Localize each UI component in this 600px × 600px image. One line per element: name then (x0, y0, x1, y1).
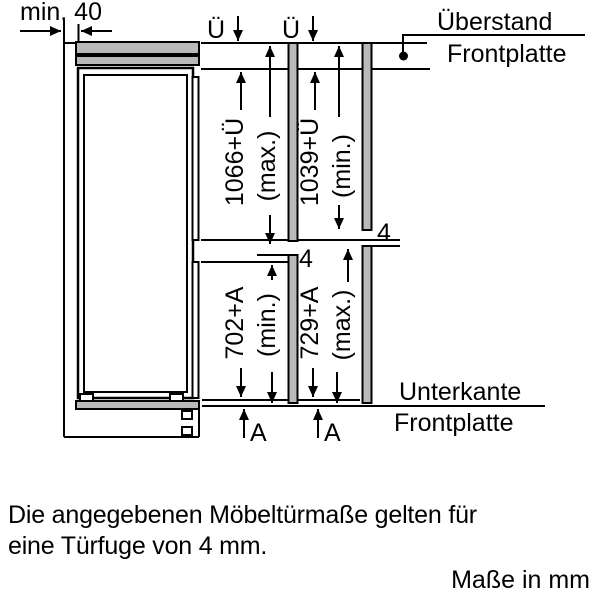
appliance-body (76, 66, 200, 400)
top-panel-strip-1 (75, 41, 200, 55)
min40-label: min. 40 (20, 0, 102, 26)
front-panels (287, 42, 373, 404)
dim-upper-right-value: 1039+Ü (296, 118, 324, 206)
top-panels (75, 41, 200, 66)
front-panel-left-upper (287, 42, 299, 242)
base-foot-right (169, 393, 184, 402)
footnote-line-1: Die angegebenen Möbeltürmaße gelten für (8, 501, 477, 529)
unterkante-label: Unterkante (399, 378, 521, 406)
appliance-base (75, 393, 200, 436)
front-panel-right-upper (361, 42, 373, 231)
front-panel-right-lower (361, 245, 373, 404)
units-caption: Maße in mm (451, 566, 590, 594)
a-label-right: A (324, 419, 341, 447)
base-block-upper (181, 410, 193, 420)
ueberstand-label: Überstand (437, 8, 552, 36)
leader-dot (399, 51, 408, 61)
front-panel-left-lower (287, 254, 299, 404)
ue-label-left: Ü (207, 16, 225, 44)
dim-lower-left-qualifier: (min.) (253, 293, 281, 357)
gap-right-label: 4 (377, 219, 391, 247)
footnote-line-2: eine Türfuge von 4 mm. (8, 531, 268, 560)
a-label-left: A (250, 419, 267, 447)
appliance-door-edge-upper (191, 76, 200, 241)
top-panel-strip-2 (75, 55, 200, 66)
cabinet-outline (63, 20, 200, 438)
frontplatte-top-label: Frontplatte (447, 40, 567, 68)
dim-upper-right-qualifier: (min.) (328, 134, 356, 198)
appliance-inner-box (83, 74, 188, 393)
gap-left-label: 4 (299, 245, 313, 273)
dim-lower-right-qualifier: (max.) (328, 290, 356, 361)
base-foot-left (79, 393, 94, 402)
dim-lower-left-value: 702+A (221, 286, 249, 359)
reference-lines (201, 42, 545, 407)
ue-label-right: Ü (282, 16, 300, 44)
frontplatte-bottom-label: Frontplatte (394, 409, 514, 437)
dim-upper-left-qualifier: (max.) (253, 131, 281, 202)
dim-upper-left-value: 1066+Ü (221, 118, 249, 206)
base-block-lower (181, 426, 193, 436)
dimension-arrows (20, 16, 353, 438)
appliance-door-edge-lower (191, 261, 200, 399)
footnote: Die angegebenen Möbeltürmaße gelten für … (8, 500, 583, 561)
dimension-drawing: min. 40 Ü Ü Überstand Frontplatte 1066+Ü… (20, 0, 585, 447)
plinth-panel (75, 400, 200, 410)
dim-lower-right-value: 729+A (296, 286, 324, 359)
ueberstand-leader (399, 34, 585, 61)
